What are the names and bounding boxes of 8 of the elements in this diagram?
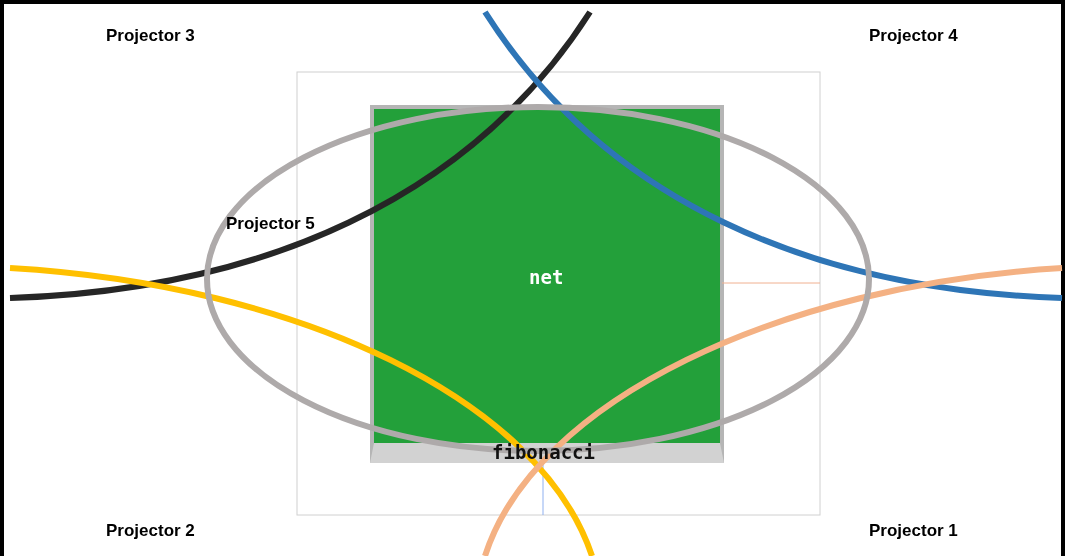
caption-text: fibonacci xyxy=(492,441,595,463)
projector-label: Projector 1 xyxy=(869,521,958,541)
projector-label: Projector 3 xyxy=(106,26,195,46)
screen-label: net xyxy=(529,266,564,288)
projector-label: Projector 5 xyxy=(226,214,315,234)
projector-label: Projector 2 xyxy=(106,521,195,541)
projector-label: Projector 4 xyxy=(869,26,958,46)
screen-panel xyxy=(370,105,724,463)
